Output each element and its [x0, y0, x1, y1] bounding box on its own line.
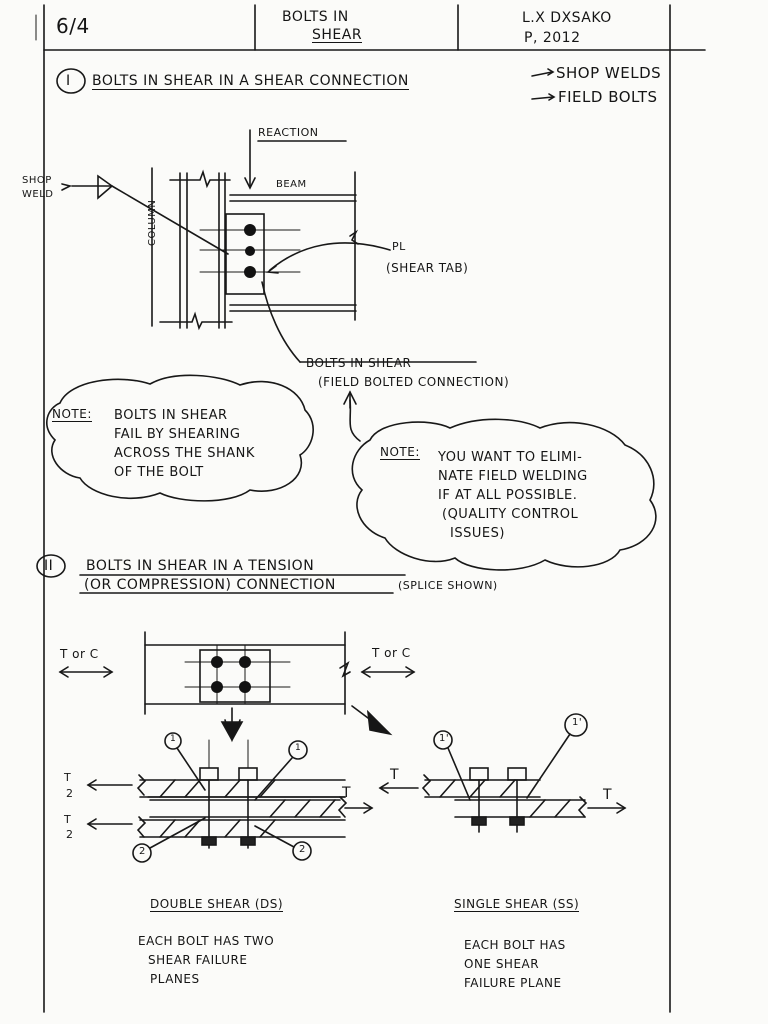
- bolts-in-shear-label: BOLTS IN SHEAR: [306, 356, 412, 370]
- double-shear-title: DOUBLE SHEAR (DS): [150, 897, 284, 912]
- t-half-top-num: T: [64, 771, 72, 784]
- shop-welds-note: SHOP WELDS: [556, 64, 662, 82]
- double-shear-line: EACH BOLT HAS TWO: [138, 934, 275, 948]
- t-or-c-right: T or C: [372, 646, 411, 660]
- circle-label-1: 1: [170, 734, 177, 744]
- circle-label-1-right: 1: [295, 743, 302, 753]
- note-left-title: NOTE:: [52, 407, 92, 422]
- double-shear-line: SHEAR FAILURE: [148, 953, 248, 967]
- single-shear-line: EACH BOLT HAS: [464, 938, 566, 952]
- single-shear-line: ONE SHEAR: [464, 957, 540, 971]
- double-shear-line: PLANES: [150, 972, 200, 986]
- field-bolts-note: FIELD BOLTS: [558, 88, 658, 106]
- column-label: COLUMN: [147, 199, 158, 246]
- note-right-text: YOU WANT TO ELIMI- NATE FIELD WELDING IF…: [438, 448, 588, 543]
- t-right-ss: T: [603, 787, 613, 803]
- note-left-line: OF THE BOLT: [114, 465, 204, 480]
- note-right-line: YOU WANT TO ELIMI-: [438, 450, 583, 465]
- field-bolted-label: (FIELD BOLTED CONNECTION): [318, 375, 510, 389]
- shear-tab-label: (SHEAR TAB): [386, 261, 469, 275]
- beam-label: BEAM: [276, 179, 307, 190]
- note-right-title: NOTE:: [380, 445, 420, 460]
- circle-label-1p-right: 1': [572, 717, 583, 728]
- plate-symbol: PL: [392, 240, 406, 253]
- splice-note: (SPLICE SHOWN): [398, 579, 498, 592]
- author-line-1: L.X DXSAKO: [522, 10, 612, 26]
- t-right-ds: T: [342, 785, 352, 801]
- title-line-2: SHEAR: [312, 27, 363, 43]
- note-right-line: ISSUES): [450, 526, 505, 541]
- shop-weld-label-2: WELD: [22, 189, 54, 200]
- section-2-heading-1: BOLTS IN SHEAR IN A TENSION: [86, 558, 315, 574]
- author-line-2: P, 2012: [524, 30, 581, 46]
- single-shear-text: EACH BOLT HAS ONE SHEAR FAILURE PLANE: [464, 936, 566, 993]
- note-left-line: ACROSS THE SHANK: [114, 446, 255, 461]
- t-left-ss: T: [390, 767, 400, 783]
- page-number: 6/4: [56, 14, 90, 38]
- shop-weld-label-1: SHOP: [22, 175, 52, 186]
- section-2-heading-2: (OR COMPRESSION) CONNECTION: [84, 577, 336, 593]
- note-left-line: BOLTS IN SHEAR: [114, 408, 228, 423]
- single-shear-line: FAILURE PLANE: [464, 976, 562, 990]
- circle-label-2-right: 2: [299, 844, 306, 855]
- t-half-top-den: 2: [66, 787, 74, 800]
- note-right-line: (QUALITY CONTROL: [442, 507, 579, 522]
- note-left-line: FAIL BY SHEARING: [114, 427, 241, 442]
- t-or-c-left: T or C: [60, 647, 99, 661]
- section-1-numeral: I: [66, 73, 71, 89]
- t-half-bot-num: T: [64, 813, 72, 826]
- section-2-numeral: II: [44, 558, 54, 574]
- circle-label-2-left: 2: [139, 846, 146, 857]
- reaction-label: REACTION: [258, 126, 319, 139]
- note-right-line: NATE FIELD WELDING: [438, 469, 588, 484]
- double-shear-text: EACH BOLT HAS TWO SHEAR FAILURE PLANES: [138, 932, 274, 989]
- note-right-line: IF AT ALL POSSIBLE.: [438, 488, 578, 503]
- circle-label-1p-left: 1': [439, 733, 450, 744]
- bolt-dot: [244, 224, 256, 236]
- t-half-bot-den: 2: [66, 828, 74, 841]
- title-line-1: BOLTS IN: [282, 9, 349, 25]
- section-1-heading: BOLTS IN SHEAR IN A SHEAR CONNECTION: [92, 73, 409, 90]
- single-shear-title: SINGLE SHEAR (SS): [454, 897, 580, 912]
- note-left-text: BOLTS IN SHEAR FAIL BY SHEARING ACROSS T…: [114, 406, 255, 482]
